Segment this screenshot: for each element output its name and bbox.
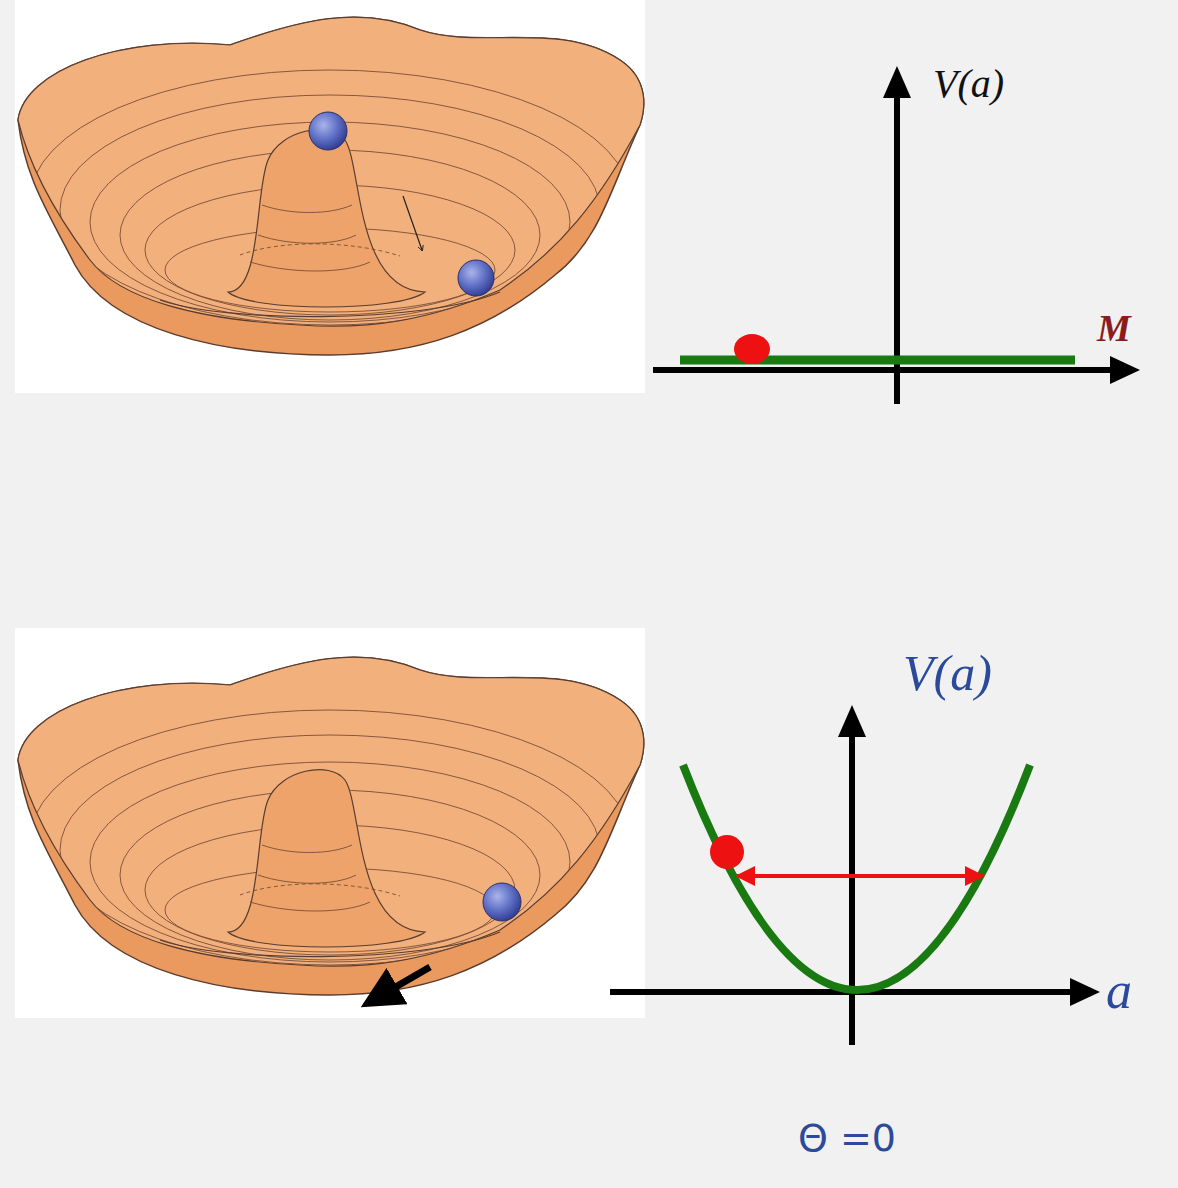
axis-label: V(a) (933, 62, 1004, 106)
x-axis (653, 367, 1118, 373)
parabolic-potential (683, 765, 1030, 990)
image-panel (15, 628, 645, 1018)
ball (458, 260, 494, 296)
ball (309, 112, 347, 150)
y-axis (849, 730, 855, 1045)
tilt-arrow (368, 967, 430, 1003)
mexican-hat-potential (18, 17, 644, 355)
axis-label: V(a) (903, 646, 992, 701)
oscillation-arrow (737, 874, 983, 878)
image-panel (15, 0, 645, 393)
roll-arrow (403, 196, 422, 250)
field-value-dot (710, 835, 744, 869)
theta-label: Θ =0 (798, 1118, 896, 1160)
field-value-dot (734, 334, 770, 364)
axis-arrowhead (1070, 978, 1100, 1006)
axis-arrowhead (838, 705, 866, 737)
axis-label: a (1106, 962, 1132, 1019)
axis-label: M (1097, 308, 1131, 350)
tilted-mexican-hat-potential (18, 657, 644, 995)
axis-arrowhead (883, 66, 911, 98)
ball (483, 883, 521, 921)
axis-arrowhead (1110, 356, 1140, 384)
